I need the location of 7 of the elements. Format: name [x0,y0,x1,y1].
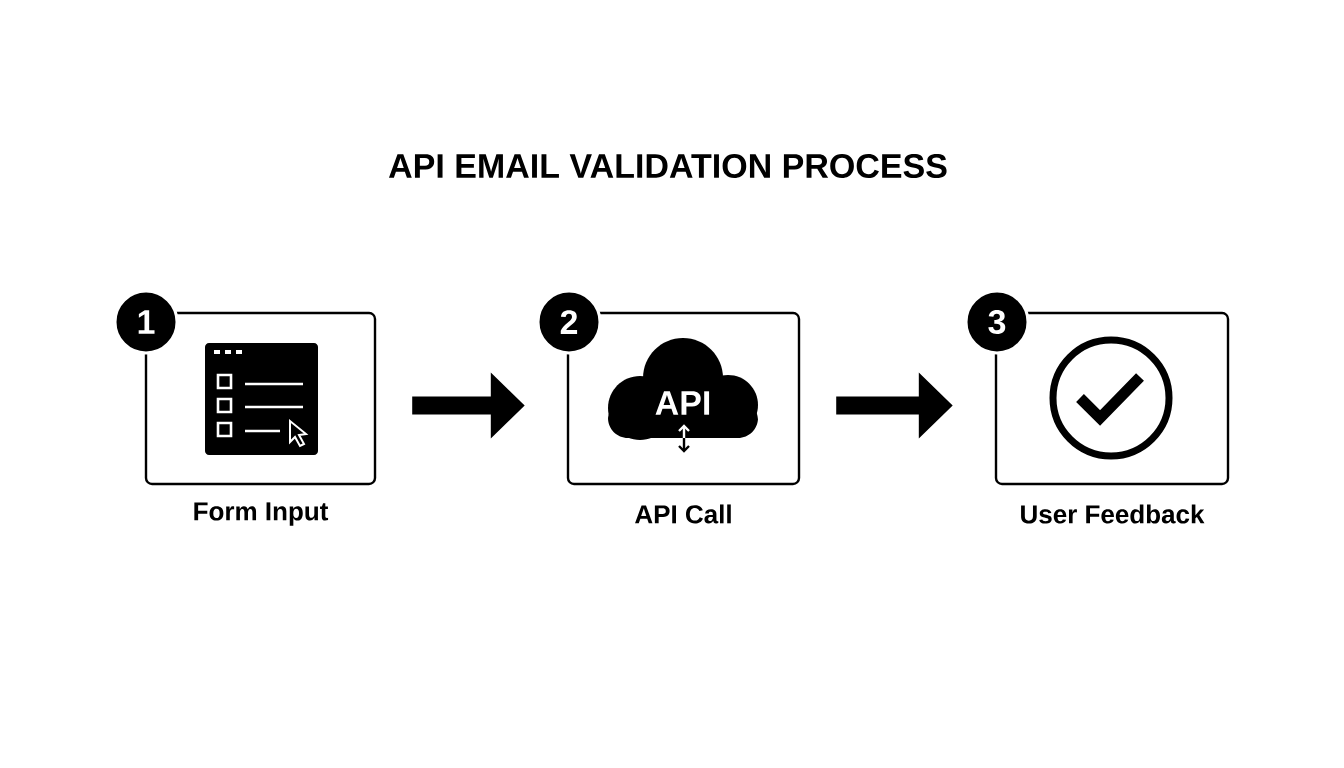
number-badge: 3 [964,289,1030,355]
title: API EMAIL VALIDATION PROCESS [388,153,947,179]
number-badge: 1 [113,289,179,355]
number-badge: 2 [536,289,602,355]
node-label: API Call [635,504,731,524]
node-label: Form Input [194,502,329,526]
node-label: User Feedback [1021,504,1205,524]
